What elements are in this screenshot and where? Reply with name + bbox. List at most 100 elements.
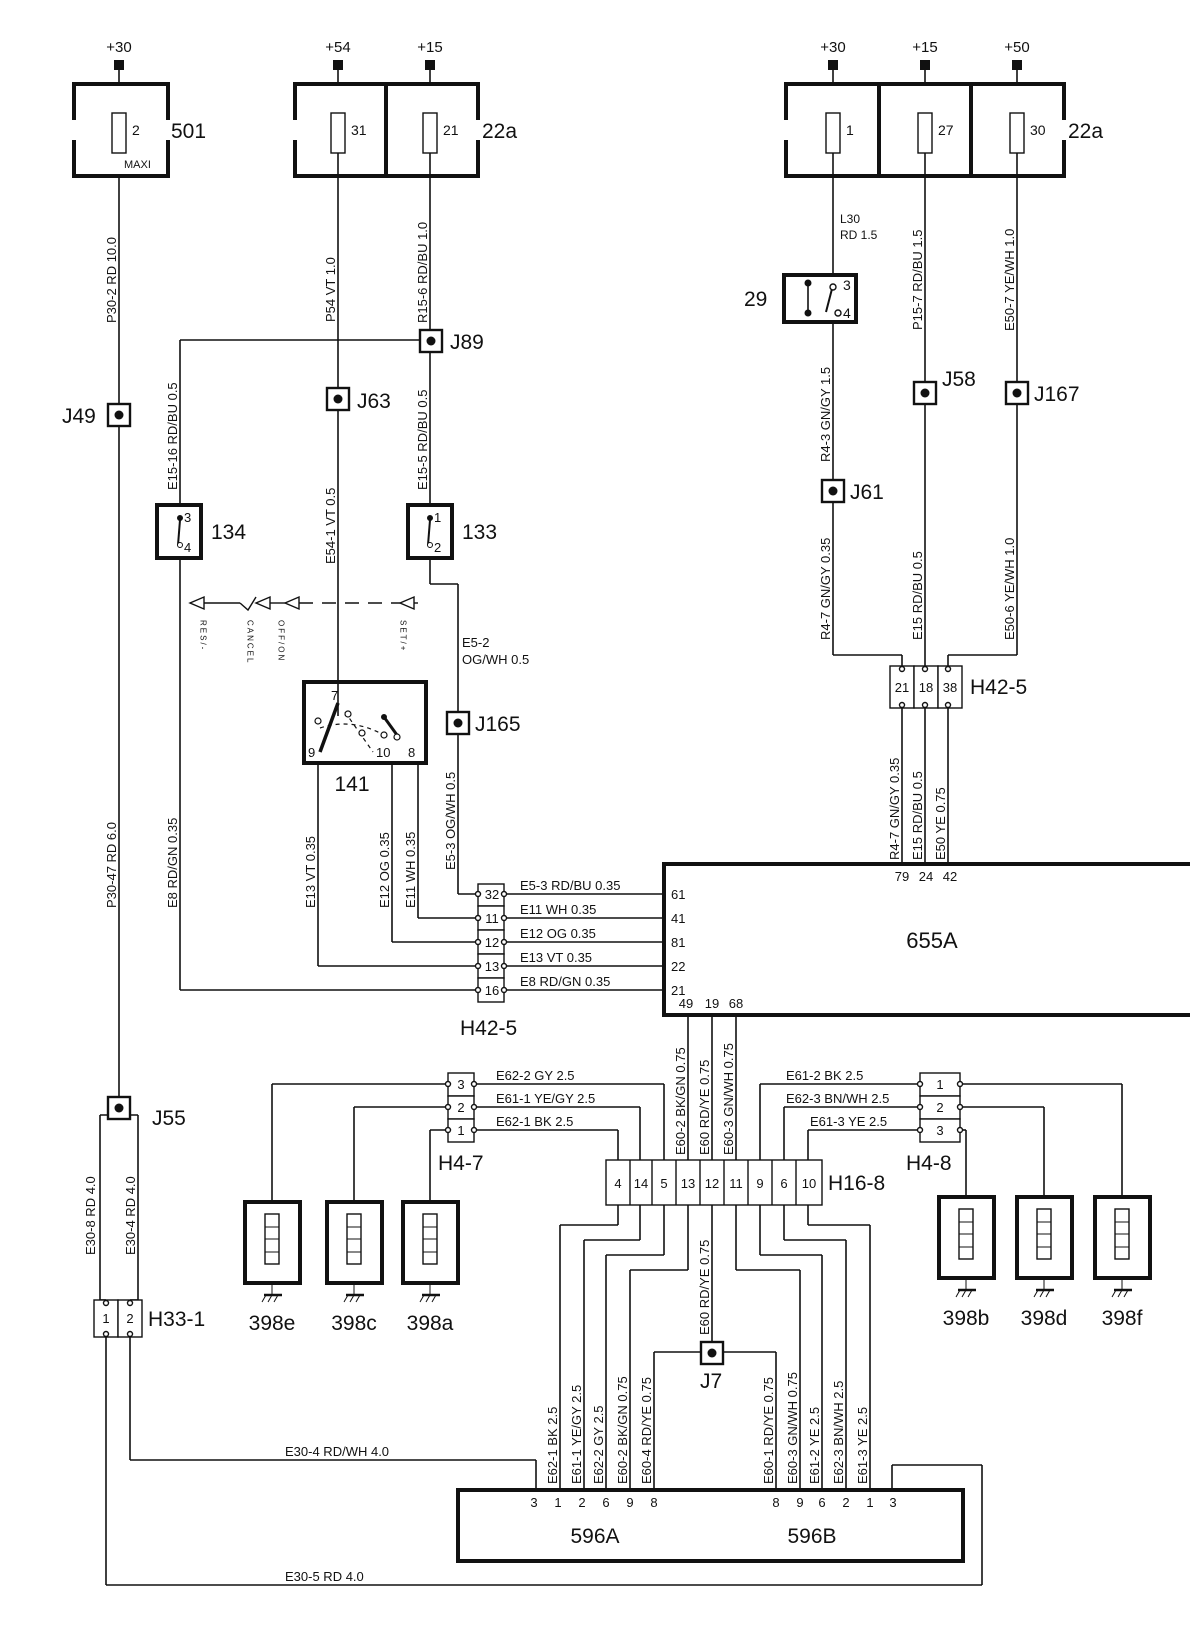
fuse-21 xyxy=(422,112,438,154)
wire-label: R15-6 RD/BU 1.0 xyxy=(415,222,430,323)
wire-label: E5-3 RD/BU 0.35 xyxy=(520,878,620,893)
switch-29-label: 29 xyxy=(744,288,767,311)
wire-label: E60 RD/YE 0.75 xyxy=(697,1060,712,1155)
pin-label: 6 xyxy=(780,1176,787,1191)
connector-h42-5-left xyxy=(474,883,508,1003)
connector-label: H4-7 xyxy=(438,1152,484,1175)
supply-b: +54 xyxy=(325,39,350,56)
junction-label: J89 xyxy=(450,331,484,354)
pin-label: 8 xyxy=(408,745,415,760)
res-label: RES/- xyxy=(199,620,208,651)
wire-labels-horizontal: E5-3 RD/BU 0.35 E11 WH 0.35 E12 OG 0.35 … xyxy=(285,878,889,1584)
pin-label: 3 xyxy=(457,1077,464,1092)
pin-label: 9 xyxy=(308,745,315,760)
wire-label: E11 WH 0.35 xyxy=(403,832,418,908)
wire-label: P15-7 RD/BU 1.5 xyxy=(910,230,925,330)
pin-label: 3 xyxy=(936,1123,943,1138)
fuse-31 xyxy=(330,112,346,154)
pin-label: 2 xyxy=(936,1100,943,1115)
pin-label: 7 xyxy=(331,688,338,703)
switch-134-label: 134 xyxy=(211,521,246,544)
pin-label: 2 xyxy=(842,1495,849,1510)
fusebox-22a-right-label: 22a xyxy=(1068,120,1103,143)
connector-label: H33-1 xyxy=(148,1308,205,1331)
ecu-655a xyxy=(662,862,1190,1017)
pin-label: 8 xyxy=(772,1495,779,1510)
junction-label: J63 xyxy=(357,390,391,413)
fuse-number: 21 xyxy=(443,122,459,138)
pin-label: 11 xyxy=(729,1176,743,1191)
wire-label: E5-2 xyxy=(462,635,489,650)
set-label: SET/+ xyxy=(399,620,408,652)
amplifier-596 xyxy=(456,1488,965,1563)
pin-label: 42 xyxy=(943,869,957,884)
connector-h33-1 xyxy=(93,1299,143,1338)
pin-label: 1 xyxy=(554,1495,561,1510)
junction-label: J165 xyxy=(475,713,521,736)
pin-label: 2 xyxy=(578,1495,585,1510)
supply-e: +15 xyxy=(912,39,937,56)
speaker-398d-label: 398d xyxy=(1021,1307,1068,1330)
wire-label: E60-2 BK/GN 0.75 xyxy=(673,1047,688,1155)
junction-label: J49 xyxy=(62,405,96,428)
wire-label: E62-3 BN/WH 2.5 xyxy=(831,1381,846,1484)
pin-label: 3 xyxy=(889,1495,896,1510)
wire-label: E61-1 YE/GY 2.5 xyxy=(569,1385,584,1484)
speaker-398a-label: 398a xyxy=(407,1312,454,1335)
fuse-27 xyxy=(917,112,933,154)
wire-label: E60 RD/YE 0.75 xyxy=(697,1240,712,1335)
pin-label: 81 xyxy=(671,935,685,950)
switch-133 xyxy=(406,503,454,560)
pin-label: 14 xyxy=(634,1176,648,1191)
wire-label: E13 VT 0.35 xyxy=(520,950,592,965)
pin-label: 1 xyxy=(936,1077,943,1092)
wire-label: E60-2 BK/GN 0.75 xyxy=(615,1376,630,1484)
wire-label: E62-1 BK 2.5 xyxy=(496,1114,573,1129)
pin-label: 9 xyxy=(756,1176,763,1191)
pin-label: 16 xyxy=(485,983,499,998)
pin-label: 41 xyxy=(671,911,685,926)
wire-label: E8 RD/GN 0.35 xyxy=(520,974,610,989)
pin-label: 3 xyxy=(530,1495,537,1510)
pin-label: 12 xyxy=(485,935,499,950)
connector-label: H16-8 xyxy=(828,1172,885,1195)
pin-label: 13 xyxy=(485,959,499,974)
wire-label: E30-8 RD 4.0 xyxy=(83,1176,98,1255)
pin-label: 4 xyxy=(184,540,191,555)
wire-label: E50 YE 0.75 xyxy=(933,787,948,860)
fuse-number: 30 xyxy=(1030,122,1046,138)
fuse-type: MAXI xyxy=(124,159,151,171)
pin-label: 68 xyxy=(729,996,743,1011)
fuse-number: 31 xyxy=(351,122,367,138)
wire-label: E30-5 RD 4.0 xyxy=(285,1569,364,1584)
pin-label: 49 xyxy=(679,996,693,1011)
wire-label: E62-3 BN/WH 2.5 xyxy=(786,1091,889,1106)
pin-label: 10 xyxy=(376,745,390,760)
pin-label: 3 xyxy=(843,277,851,293)
speakers xyxy=(243,1195,1152,1303)
pin-label: 1 xyxy=(866,1495,873,1510)
wire-label: OG/WH 0.5 xyxy=(462,652,529,667)
wire-label: E60-3 GN/WH 0.75 xyxy=(785,1372,800,1484)
wire-label: E60-4 RD/YE 0.75 xyxy=(639,1377,654,1484)
fusebox-22a-label: 22a xyxy=(482,120,517,143)
speaker-398f-label: 398f xyxy=(1102,1307,1143,1330)
pin-label: 21 xyxy=(895,680,909,695)
wire-label: E61-3 YE 2.5 xyxy=(855,1407,870,1484)
fuse-30 xyxy=(1009,112,1025,154)
wire-label: E60-1 RD/YE 0.75 xyxy=(761,1377,776,1484)
junction-label: J61 xyxy=(850,481,884,504)
connector-label: H4-8 xyxy=(906,1152,952,1175)
wire-label: R4-7 GN/GY 0.35 xyxy=(818,538,833,640)
pin-label: 24 xyxy=(919,869,933,884)
wire-label: R4-3 GN/GY 1.5 xyxy=(818,367,833,462)
wire-label: E5-3 OG/WH 0.5 xyxy=(443,772,458,870)
fusebox-501 xyxy=(72,82,170,178)
ecu-label: 655A xyxy=(906,928,958,953)
junction-label: J55 xyxy=(152,1107,186,1130)
pin-label: 79 xyxy=(895,869,909,884)
pin-label: 4 xyxy=(843,305,851,321)
fuse-number: 27 xyxy=(938,122,954,138)
switch-134 xyxy=(155,503,203,560)
